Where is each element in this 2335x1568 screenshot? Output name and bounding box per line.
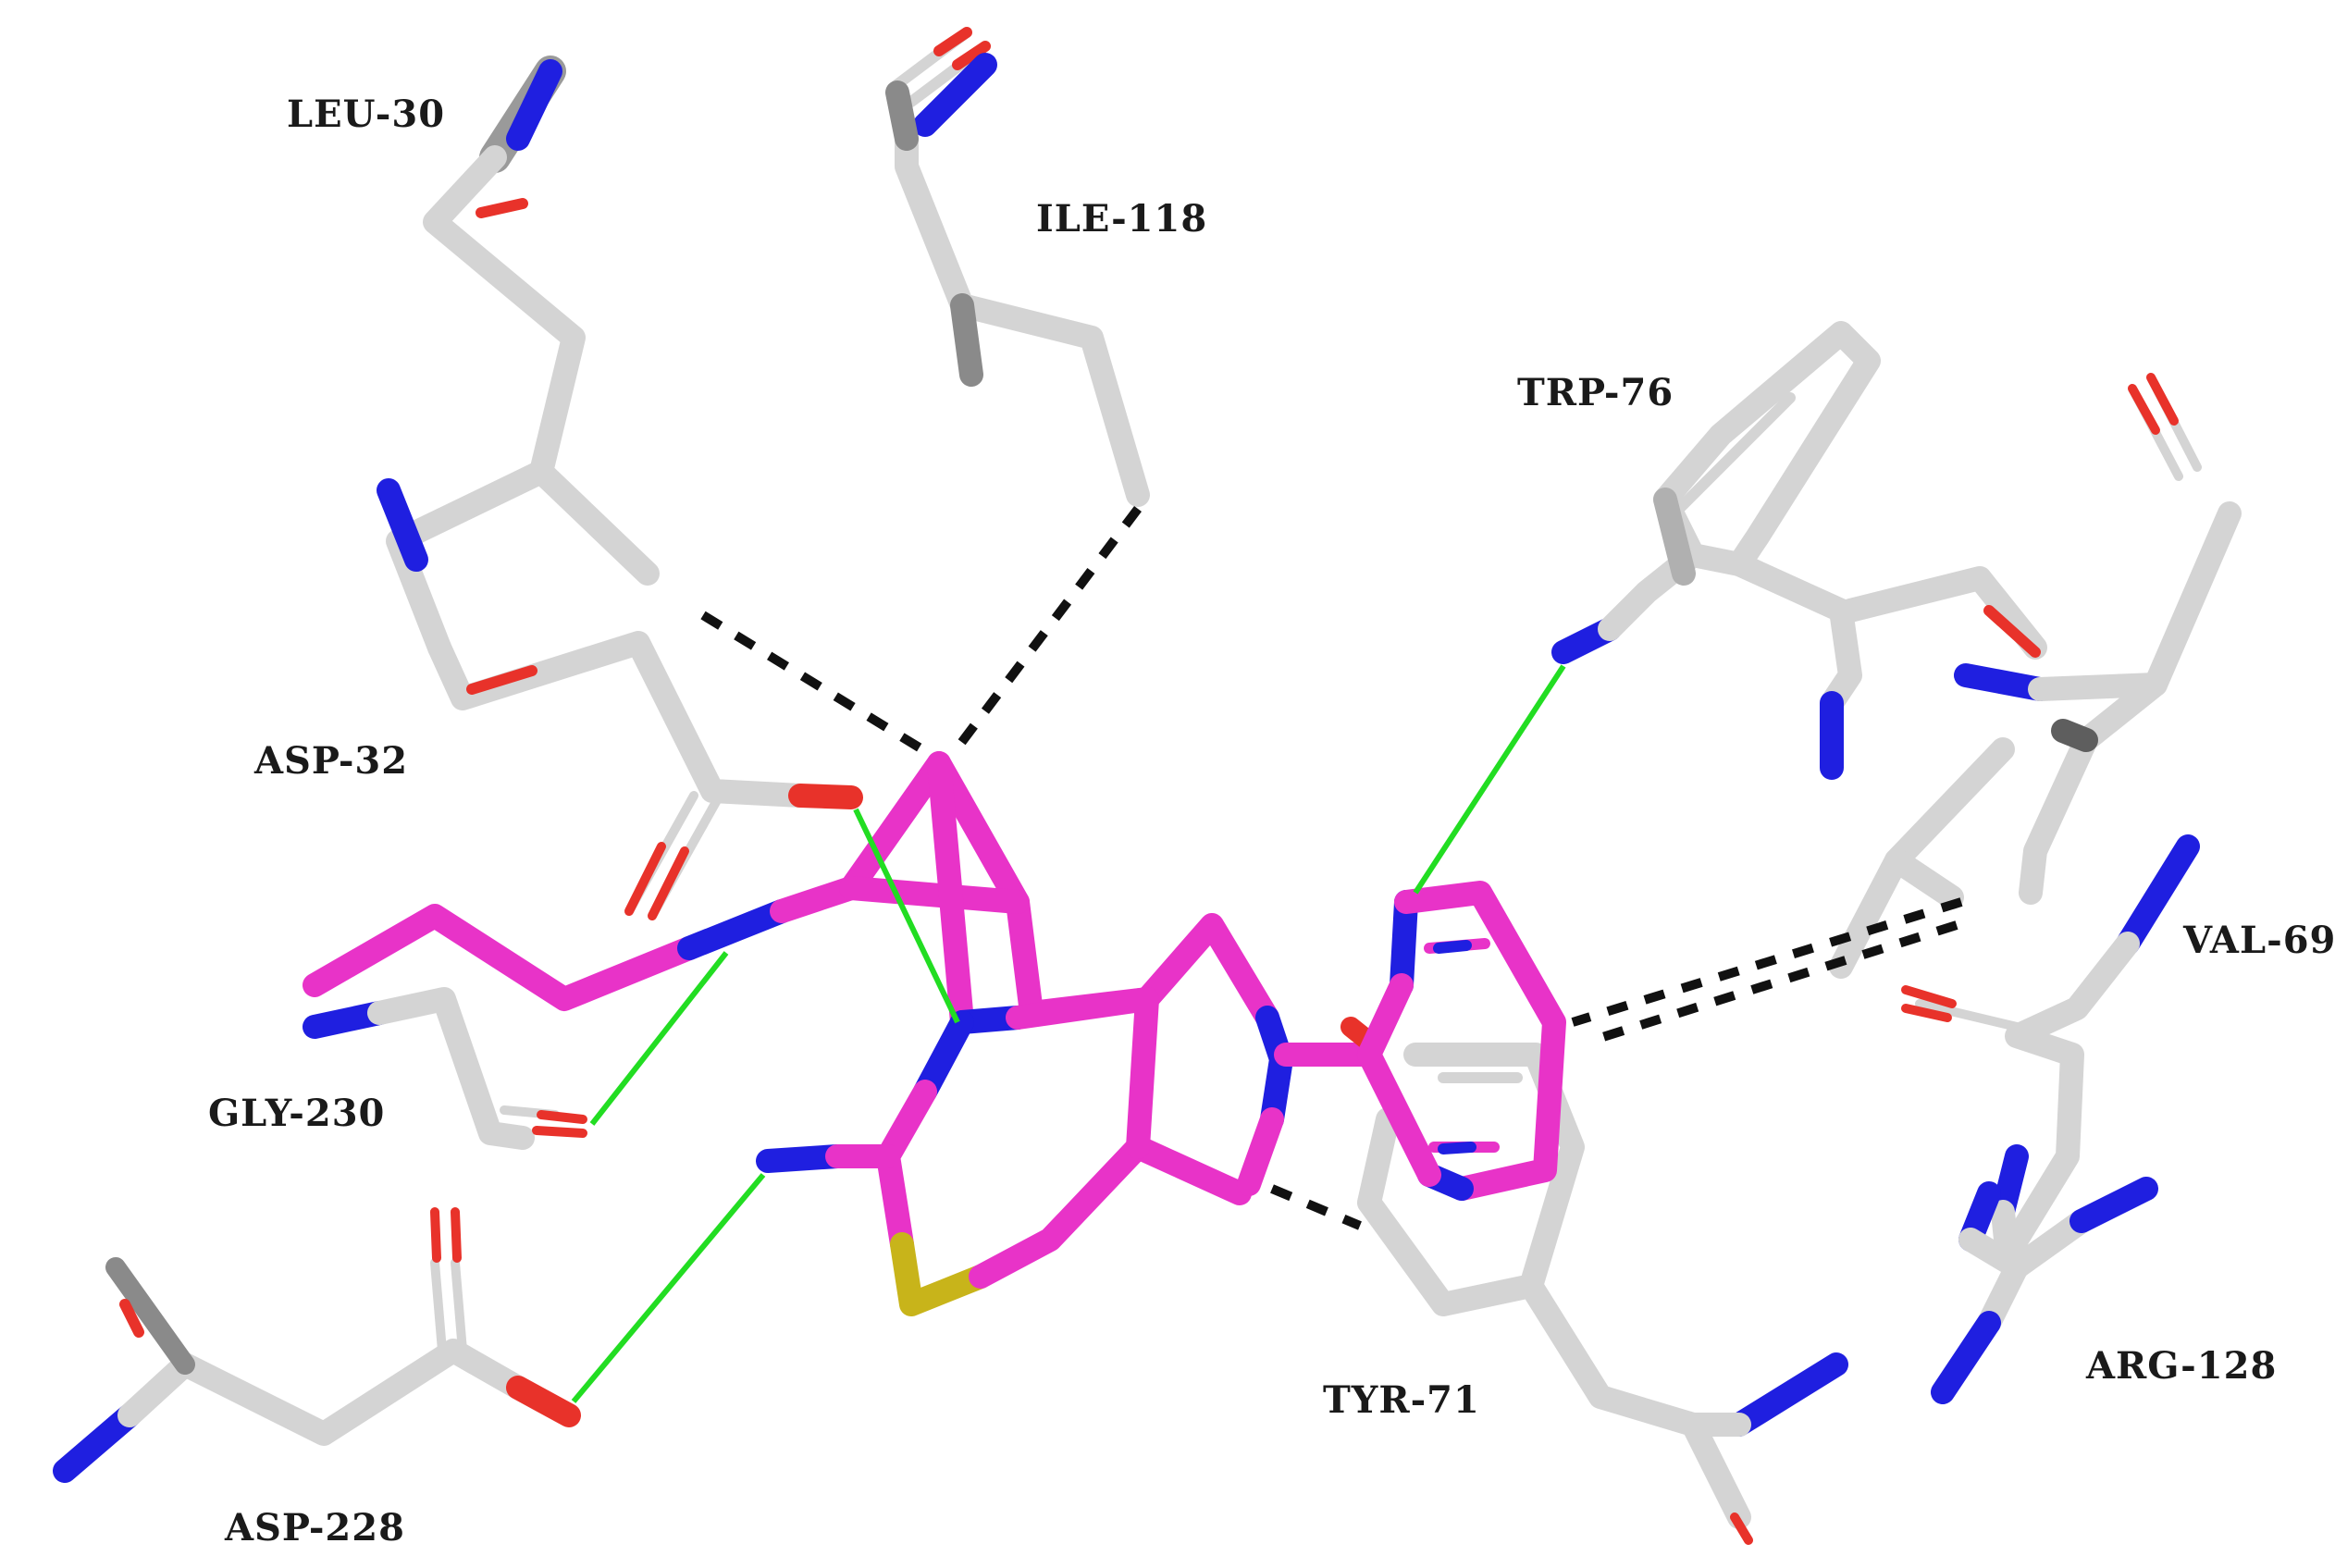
residue-val69-sticks (1829, 373, 2242, 979)
residue-asp228-sticks (53, 1207, 581, 1483)
label-val69: VAL-69 (2182, 919, 2335, 962)
label-trp76: TRP-76 (1517, 371, 1674, 414)
hbond-trp76-ligand (1413, 664, 1566, 895)
hbond-gly230-ligand (589, 951, 729, 1126)
label-tyr71: TYR-71 (1323, 1378, 1480, 1422)
residue-ile118-sticks (885, 27, 1150, 507)
contact-val69-ligand-a (1571, 897, 1963, 1027)
residue-leu30-sticks (377, 56, 660, 660)
residue-sticks (53, 27, 2242, 1545)
hydrophobic-contacts (700, 505, 1963, 1230)
hydrogen-bonds (571, 664, 1566, 1403)
contact-tyr71-ligand (1270, 1184, 1362, 1230)
label-gly230: GLY-230 (208, 1092, 385, 1135)
residue-asp32-sticks (427, 631, 863, 920)
residue-gly230-sticks (303, 987, 587, 1150)
contact-ile118-ligand (949, 505, 1142, 758)
label-asp32: ASP-32 (253, 739, 408, 783)
label-ile118: ILE-118 (1036, 197, 1207, 241)
residue-tyr71-sticks (1357, 1043, 1848, 1545)
label-asp228: ASP-228 (224, 1506, 405, 1549)
residue-labels: LEU-30 ILE-118 TRP-76 ASP-32 VAL-69 GLY-… (208, 93, 2335, 1549)
contact-val69-ligand-b (1589, 920, 1958, 1045)
hbond-asp32-ligand (853, 808, 960, 1024)
label-arg128: ARG-128 (2085, 1344, 2277, 1388)
hbond-asp228-ligand (571, 1173, 766, 1403)
label-leu30: LEU-30 (287, 93, 445, 136)
contact-leu30-ligand (700, 611, 933, 759)
residue-arg128-sticks (1901, 834, 2200, 1404)
residue-trp76-sticks (1551, 321, 2047, 780)
ligand-sticks (303, 751, 1566, 1316)
